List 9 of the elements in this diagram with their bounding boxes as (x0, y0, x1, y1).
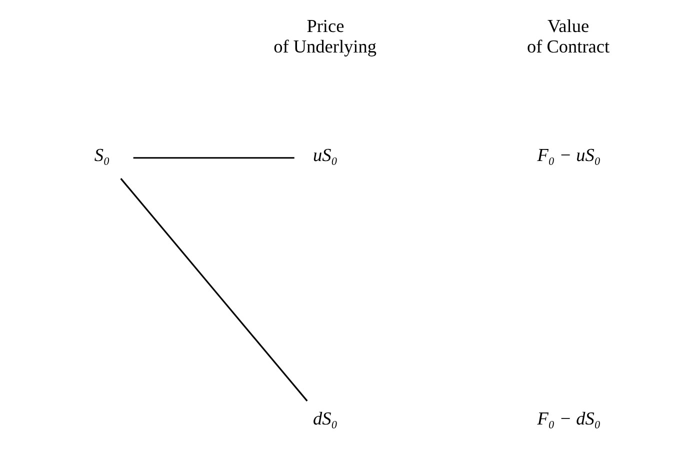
label: Price of Underlying (274, 16, 376, 57)
connector (133, 157, 294, 159)
node-text: dS₀ (312, 408, 338, 429)
node-text: uS₀ (312, 145, 338, 166)
label: F₀ − uS₀ (537, 145, 601, 166)
label: Value of Contract (526, 16, 610, 57)
node-text: S₀ (94, 145, 110, 166)
label: F₀ − dS₀ (537, 408, 601, 429)
connector (120, 178, 308, 402)
